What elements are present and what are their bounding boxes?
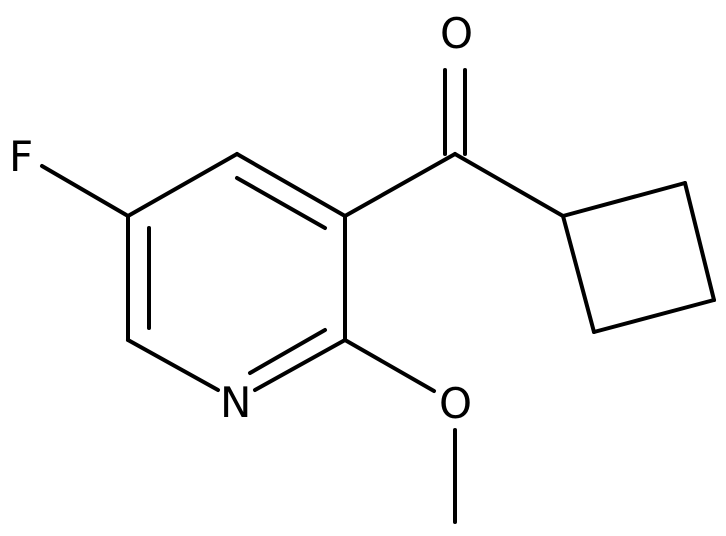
bond-c4-c3 [235, 152, 347, 218]
bond-c4-c3-inner [235, 176, 327, 230]
bond-c2-n1 [253, 338, 347, 392]
carbonyl-oxygen-label: O [440, 9, 473, 58]
bond-cyclobutyl-4 [561, 214, 596, 334]
bond-cyclobutyl-1 [561, 181, 687, 218]
fluorine-label: F [9, 132, 33, 181]
bond-cyclobutyl-3 [592, 298, 716, 334]
methoxy-oxygen-label: O [439, 379, 472, 428]
bond-c2-methoxy-oxygen [343, 338, 436, 393]
bond-n1-c6 [126, 338, 220, 392]
bond-c5-fluorine [40, 164, 130, 218]
bond-cyclobutyl-2 [683, 181, 716, 302]
atom-labels: F N O O [9, 9, 473, 428]
bond-c3-carbonyl [343, 152, 457, 218]
bond-carbonyl-cyclobutyl [453, 152, 565, 218]
bond-c4-c5 [126, 152, 239, 218]
bond-c2-n1-inner [248, 328, 327, 375]
nitrogen-label: N [220, 378, 251, 427]
bonds [40, 68, 716, 524]
